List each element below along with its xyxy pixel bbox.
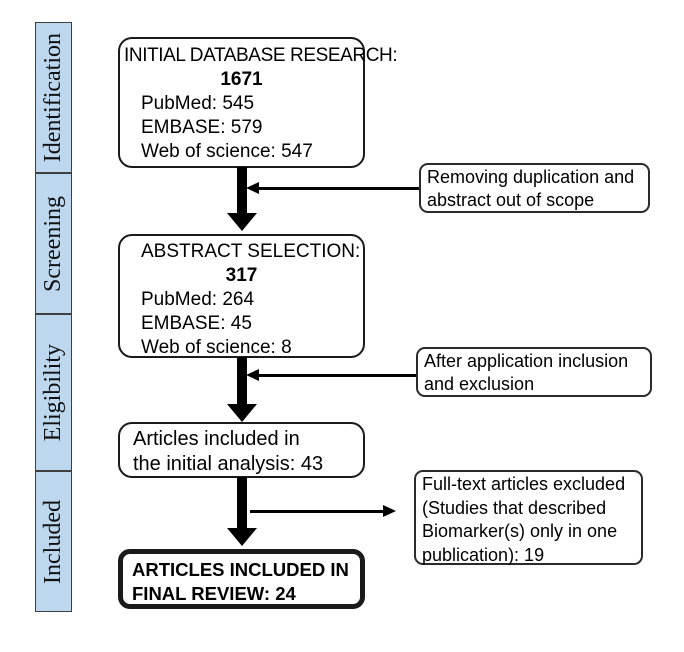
side3-line1: Full-text articles excluded [422, 474, 626, 494]
down-arrow-3-shaft [237, 477, 247, 528]
stage-screening: Screening [35, 173, 72, 314]
side-note-inclusion-exclusion-box: After application inclusion and exclusio… [416, 347, 652, 397]
stage-screening-label: Screening [40, 195, 66, 292]
down-arrow-3-head [227, 528, 257, 546]
final-review-box: ARTICLES INCLUDED IN FINAL REVIEW: 24 [118, 549, 365, 609]
abstract-selection-box: ABSTRACT SELECTION: 317 PubMed: 264 EMBA… [118, 234, 365, 358]
down-arrow-2-head [227, 404, 257, 422]
down-arrow-1-head [227, 213, 257, 231]
side1-line1: Removing duplication and [427, 167, 635, 187]
box2-title: ABSTRACT SELECTION: [141, 241, 361, 262]
stage-identification: Identification [35, 22, 72, 173]
box2-web-of-science: Web of science: 8 [141, 337, 292, 358]
left-arrow-2-line [257, 374, 416, 377]
box1-web-of-science: Web of science: 547 [141, 141, 313, 162]
final-line2: FINAL REVIEW: 24 [132, 583, 296, 604]
initial-database-research-box: INITIAL DATABASE RESEARCH: 1671 PubMed: … [118, 37, 398, 168]
box1-pubmed: PubMed: 545 [141, 93, 255, 114]
side3-line2: (Studies that described [422, 497, 607, 518]
left-arrow-1-head [246, 182, 259, 194]
stage-included: Included [35, 471, 72, 612]
side3-line3: Biomarker(s) only in one [422, 521, 618, 541]
left-arrow-1-line [257, 187, 419, 190]
box2-embase: EMBASE: 45 [141, 313, 252, 334]
box3-line1: Articles included in [133, 428, 300, 450]
side2-line2: and exclusion [424, 374, 535, 394]
down-arrow-1-shaft [237, 167, 247, 213]
side-note-duplication-box: Removing duplication and abstract out of… [419, 163, 650, 213]
right-arrow-3-line [250, 510, 384, 513]
side-note-fulltext-excluded-box: Full-text articles excluded (Studies tha… [414, 470, 643, 565]
box2-pubmed: PubMed: 264 [141, 289, 255, 310]
right-arrow-3-head [383, 505, 396, 517]
side1-line2: abstract out of scope [427, 190, 595, 210]
stage-included-label: Included [40, 499, 66, 584]
side2-line1: After application inclusion [424, 351, 629, 371]
down-arrow-2-shaft [237, 357, 247, 404]
box1-title: INITIAL DATABASE RESEARCH: [124, 45, 398, 66]
box1-total: 1671 [220, 69, 263, 90]
left-arrow-2-head [246, 369, 259, 381]
stage-eligibility-label: Eligibility [40, 343, 66, 442]
stage-eligibility: Eligibility [35, 314, 72, 471]
final-line1: ARTICLES INCLUDED IN [132, 559, 349, 580]
side3-line4: publication): 19 [422, 544, 545, 565]
box3-line2: the initial analysis: 43 [133, 453, 324, 475]
stage-identification-label: Identification [40, 32, 66, 163]
box1-embase: EMBASE: 579 [141, 117, 263, 138]
box2-total: 317 [225, 265, 258, 286]
initial-analysis-box: Articles included in the initial analysi… [118, 422, 365, 478]
